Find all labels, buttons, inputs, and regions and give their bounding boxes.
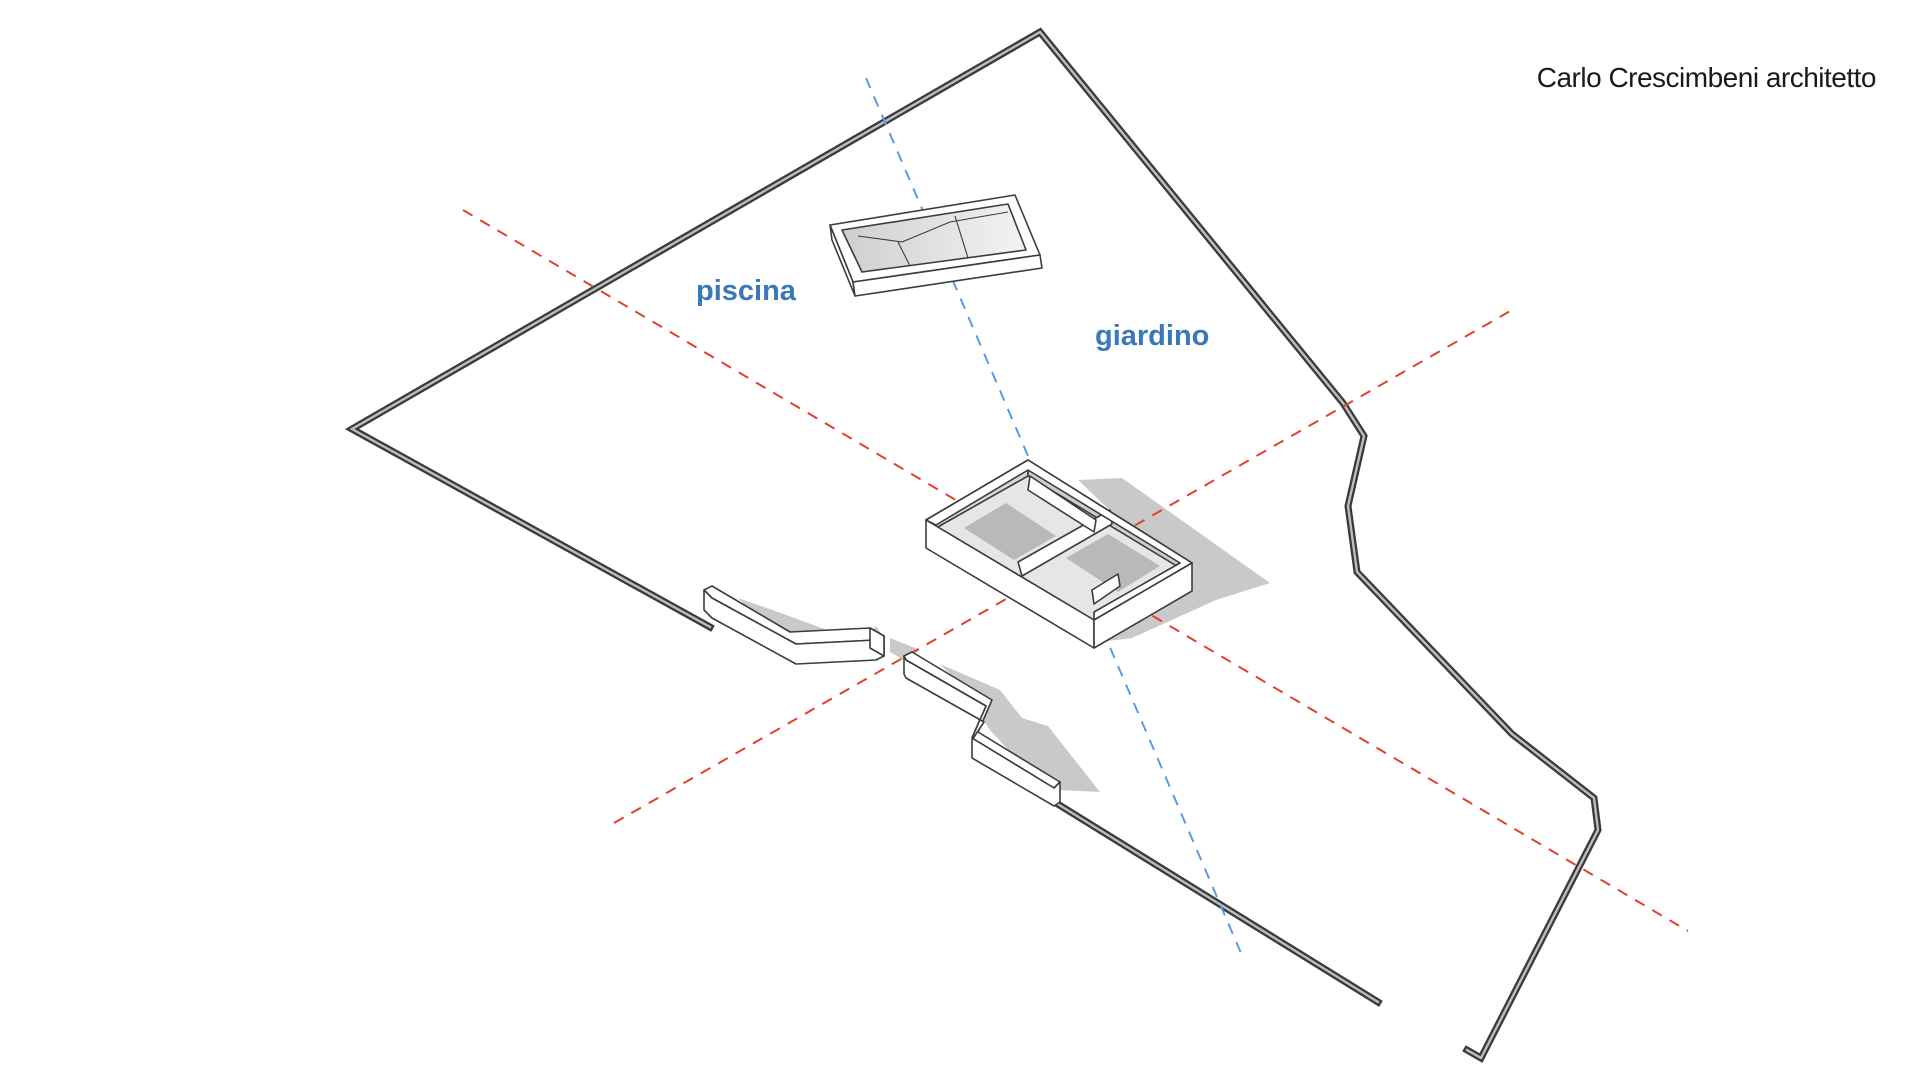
- red-axis-cross: [613, 309, 1513, 824]
- house-room-2: [1066, 534, 1160, 592]
- pool-basin: [841, 203, 1027, 273]
- boundary-west-north-highlight: [349, 30, 1600, 1060]
- house-partition-long: [1027, 475, 1097, 533]
- house-partition-short: [1091, 573, 1121, 605]
- pool-divider-1: [897, 241, 911, 267]
- entry-walls: [703, 585, 1061, 807]
- pool-bottom-break: [857, 211, 1009, 243]
- entry-wall-left-end: [869, 627, 885, 657]
- entry-wall-right-face: [903, 655, 1061, 807]
- pool-volume: [829, 194, 1043, 297]
- boundary-south-highlight: [1054, 801, 1380, 1004]
- pool-side-face: [852, 254, 1043, 297]
- architect-credit: Carlo Crescimbeni architetto: [1536, 62, 1877, 93]
- pool-divider-2: [954, 215, 969, 259]
- house-room-1: [964, 503, 1056, 560]
- house-front-face-right: [1093, 562, 1193, 649]
- house-volume: [925, 459, 1193, 649]
- garden-label: giardino: [1095, 320, 1209, 352]
- pool-label: piscina: [696, 275, 797, 307]
- site-boundary: [344, 27, 1602, 1063]
- house-rim: [925, 459, 1193, 621]
